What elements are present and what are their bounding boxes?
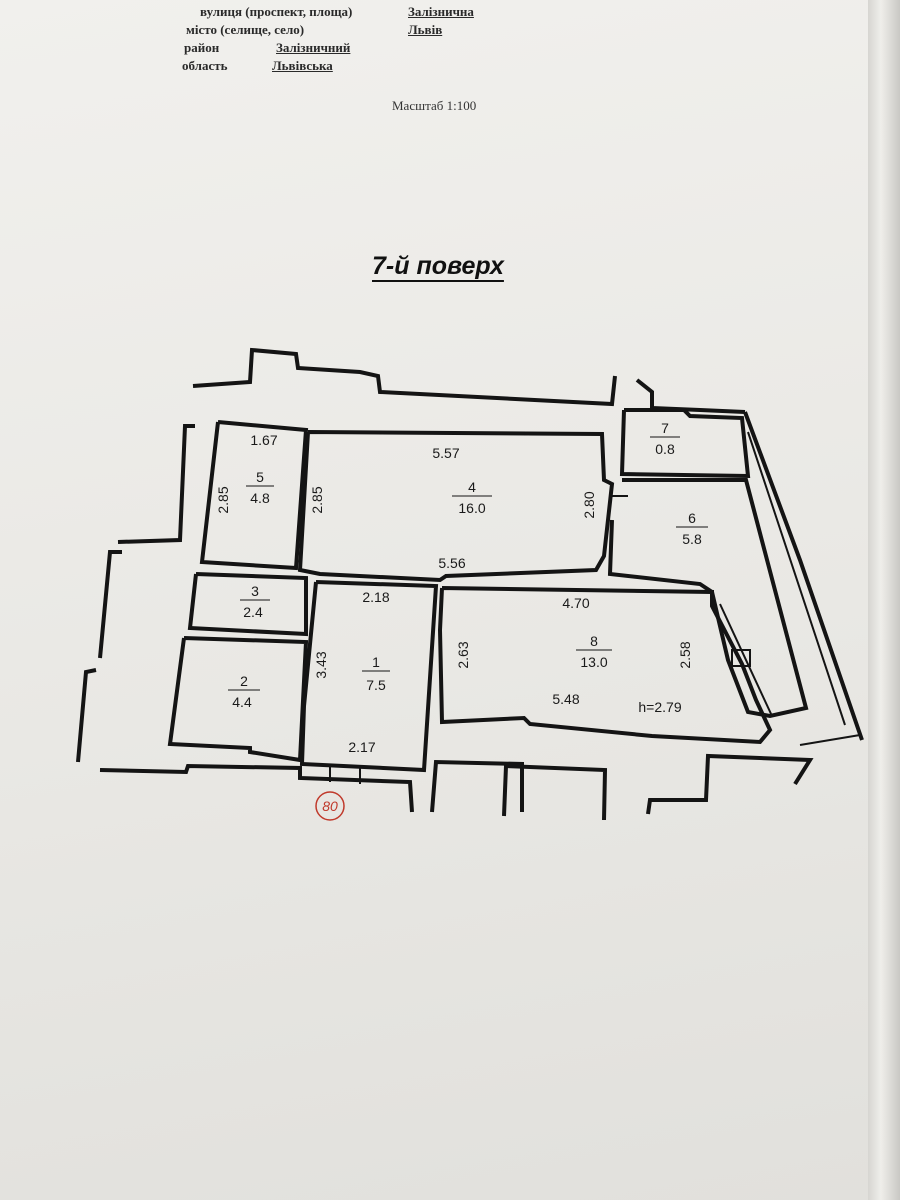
district-value: Залізничний <box>276 40 351 55</box>
outer-wall-right-diagonal <box>743 411 864 741</box>
column-mark <box>731 649 751 667</box>
ceiling-height: h=2.79 <box>638 699 681 715</box>
room-7-area: 0.8 <box>655 441 675 457</box>
dim-room8-right: 2.58 <box>677 641 693 668</box>
stamp-number: 80 <box>322 798 338 814</box>
region-line: область Львівська <box>182 58 333 74</box>
dim-room5-width: 1.67 <box>250 432 277 448</box>
room-2-number: 2 <box>240 673 248 689</box>
room-4-walls <box>297 430 615 583</box>
floor-title: 7-й поверх <box>372 252 504 280</box>
room-2-walls <box>167 636 309 763</box>
room-5-number: 5 <box>256 469 264 485</box>
district-line: район Залізничний <box>184 40 350 56</box>
balcony-edge <box>799 734 861 746</box>
balcony-rail <box>747 431 846 726</box>
outer-wall-left-mid <box>98 550 122 659</box>
outer-wall-left-lower <box>76 668 97 763</box>
room-3-walls <box>187 572 308 637</box>
street-value: Залізнична <box>408 4 474 19</box>
stamp-circle <box>315 791 345 821</box>
next-page-edge <box>868 0 900 1200</box>
city-label: місто (селище, село) <box>186 22 305 37</box>
dim-room4-right: 2.80 <box>581 491 597 518</box>
outer-wall-bottom-right-3 <box>646 753 814 815</box>
dim-room8-top: 4.70 <box>562 595 589 611</box>
region-value: Львівська <box>272 58 333 73</box>
dim-room4-bottom: 5.56 <box>438 555 465 571</box>
city-value: Львів <box>408 22 443 37</box>
dim-room4-left: 2.85 <box>309 486 325 513</box>
dim-room1-side: 3.43 <box>313 651 329 678</box>
outer-wall-left-upper <box>117 424 195 544</box>
room-6-area: 5.8 <box>682 531 702 547</box>
region-label: область <box>182 58 228 73</box>
room-2-area: 4.4 <box>232 694 252 710</box>
room-5-area: 4.8 <box>250 490 270 506</box>
street-label: вулиця (проспект, площа) <box>200 4 353 19</box>
dim-room8-left: 2.63 <box>455 641 471 668</box>
city-line: місто (селище, село) Львів <box>186 22 442 38</box>
room-4-number: 4 <box>468 479 476 495</box>
room-8-area: 13.0 <box>580 654 607 670</box>
outer-wall-bottom-right-1 <box>430 759 524 813</box>
room-1-area: 7.5 <box>366 677 386 693</box>
outer-wall-bottom <box>99 763 414 813</box>
room-6-number: 6 <box>688 510 696 526</box>
scale-note: Масштаб 1:100 <box>392 98 477 113</box>
dim-room8-bottom: 5.48 <box>552 691 579 707</box>
district-label: район <box>184 40 220 55</box>
dim-room5-left: 2.85 <box>215 486 231 513</box>
outer-wall-right-upper <box>635 378 746 414</box>
dim-room4-top: 5.57 <box>432 445 459 461</box>
room-6-walls <box>607 478 809 719</box>
street-line: вулиця (проспект, площа) Залізнична <box>200 4 474 20</box>
room-1-walls <box>299 580 439 773</box>
room-8-walls <box>437 586 773 745</box>
room-1-number: 1 <box>372 654 380 670</box>
room-5-walls <box>199 420 309 571</box>
outer-wall-top <box>192 347 617 407</box>
window-room8 <box>719 603 773 717</box>
dim-room1-bottom: 2.17 <box>348 739 375 755</box>
outer-wall-bottom-right-2 <box>502 763 608 821</box>
room-4-area: 16.0 <box>458 500 485 516</box>
room-3-number: 3 <box>251 583 259 599</box>
room-7-walls <box>619 408 751 479</box>
dim-room1-top: 2.18 <box>362 589 389 605</box>
room-7-number: 7 <box>661 420 669 436</box>
room-8-number: 8 <box>590 633 598 649</box>
room-3-area: 2.4 <box>243 604 263 620</box>
